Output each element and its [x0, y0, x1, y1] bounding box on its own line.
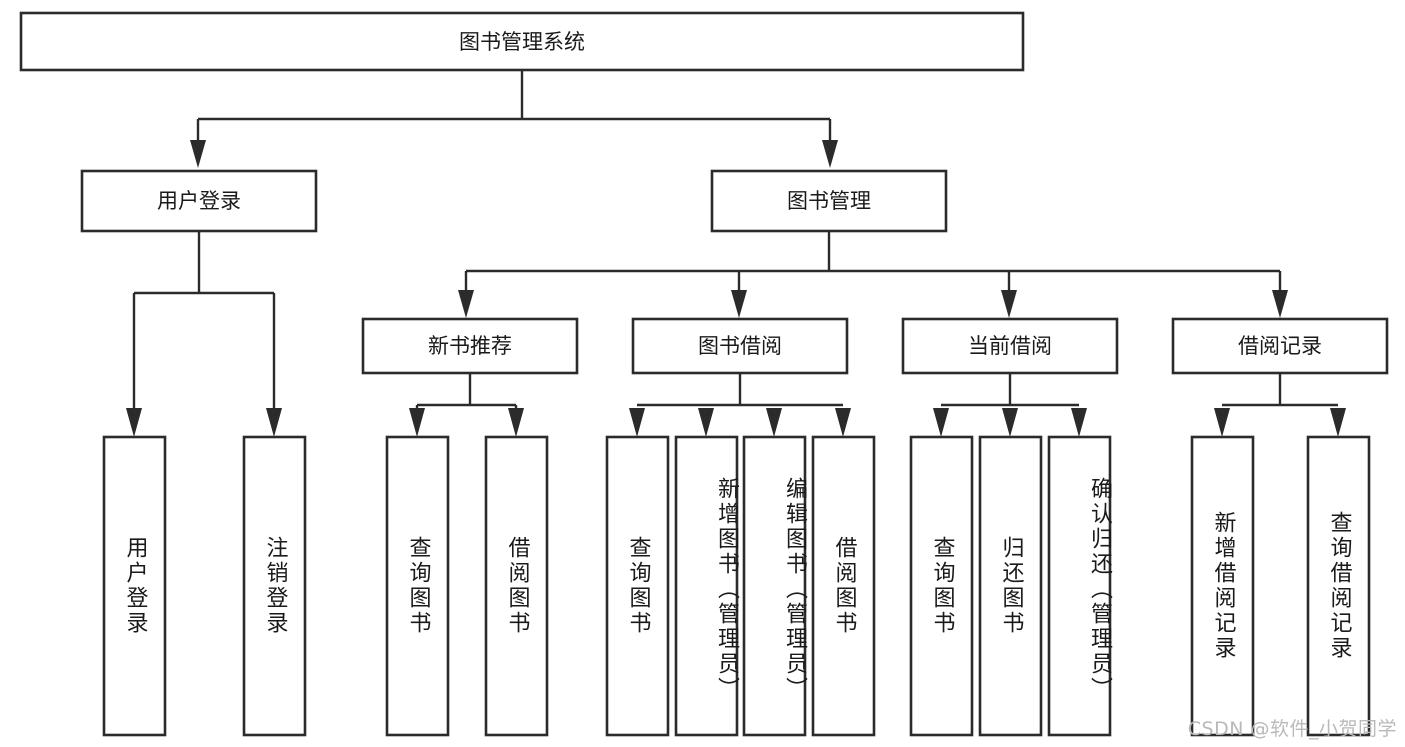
arrow-to-book-borrow	[731, 290, 747, 318]
leaf-box-book-borrow-3[interactable]	[742, 435, 807, 737]
arrow-book-borrow-leaf-4	[835, 408, 851, 437]
node-root-box[interactable]	[19, 11, 1025, 72]
leaf-box-book-borrow-4[interactable]	[811, 435, 876, 737]
node-new-book-recommend-label: 新书推荐	[428, 334, 512, 358]
arrow-to-user-login	[190, 140, 206, 168]
connector-root-to-level2	[190, 70, 838, 168]
leaf-box-new-book-1[interactable]	[385, 435, 450, 737]
arrow-current-borrow-leaf-1	[933, 408, 949, 437]
connector-book-mgmt-to-level3	[458, 231, 1288, 318]
node-root[interactable]: 图书管理系统	[19, 11, 1025, 72]
arrow-borrow-record-leaf-1	[1214, 408, 1230, 437]
node-current-borrow[interactable]: 当前借阅	[901, 317, 1119, 375]
leaf-box-user-login-2[interactable]	[242, 435, 307, 737]
node-current-borrow-box[interactable]	[901, 317, 1119, 375]
node-book-management-label: 图书管理	[787, 189, 871, 213]
leaf-box-current-borrow-2[interactable]	[978, 435, 1043, 737]
node-borrow-record-label: 借阅记录	[1238, 334, 1322, 358]
arrow-book-borrow-leaf-1	[629, 408, 645, 437]
connector-user-login-to-leaves	[126, 231, 282, 437]
leaf-box-borrow-record-1[interactable]	[1190, 435, 1255, 737]
arrow-borrow-record-leaf-2	[1330, 408, 1346, 437]
node-book-management-box[interactable]	[710, 169, 948, 233]
node-borrow-record-box[interactable]	[1171, 317, 1389, 375]
node-book-borrow[interactable]: 图书借阅	[631, 317, 849, 375]
arrow-user-login-leaf-1	[126, 408, 142, 437]
connector-new-book-to-leaves	[409, 373, 524, 437]
arrow-new-book-leaf-2	[508, 408, 524, 437]
arrow-current-borrow-leaf-2	[1002, 408, 1018, 437]
arrow-to-new-book	[458, 290, 474, 318]
node-book-management[interactable]: 图书管理	[710, 169, 948, 233]
node-user-login-label: 用户登录	[157, 189, 241, 213]
connector-borrow-record-to-leaves	[1214, 373, 1346, 437]
connector-current-borrow-to-leaves	[933, 373, 1087, 437]
leaf-box-user-login-1[interactable]	[102, 435, 167, 737]
arrow-current-borrow-leaf-3	[1071, 408, 1087, 437]
csdn-watermark: CSDN @软件_小贺同学	[1187, 718, 1397, 740]
arrow-book-borrow-leaf-2	[698, 408, 714, 437]
arrow-to-book-mgmt	[822, 140, 838, 168]
arrow-book-borrow-leaf-3	[766, 408, 782, 437]
leaf-box-book-borrow-1[interactable]	[605, 435, 670, 737]
leaf-box-current-borrow-1[interactable]	[909, 435, 974, 737]
node-user-login[interactable]: 用户登录	[80, 169, 318, 233]
node-book-borrow-box[interactable]	[631, 317, 849, 375]
node-book-borrow-label: 图书借阅	[698, 334, 782, 358]
arrow-to-borrow-record	[1272, 290, 1288, 318]
node-new-book-recommend[interactable]: 新书推荐	[361, 317, 579, 375]
leaf-box-new-book-2[interactable]	[484, 435, 549, 737]
arrow-to-current-borrow	[1001, 290, 1017, 318]
leaf-box-borrow-record-2[interactable]	[1306, 435, 1371, 737]
node-current-borrow-label: 当前借阅	[968, 334, 1052, 358]
node-root-label: 图书管理系统	[459, 30, 585, 54]
leaf-box-book-borrow-2[interactable]	[674, 435, 739, 737]
node-new-book-recommend-box[interactable]	[361, 317, 579, 375]
arrow-user-login-leaf-2	[266, 408, 282, 437]
arrow-new-book-leaf-1	[409, 408, 425, 437]
connector-book-borrow-to-leaves	[629, 373, 851, 437]
node-borrow-record[interactable]: 借阅记录	[1171, 317, 1389, 375]
leaf-box-current-borrow-3[interactable]	[1047, 435, 1112, 737]
